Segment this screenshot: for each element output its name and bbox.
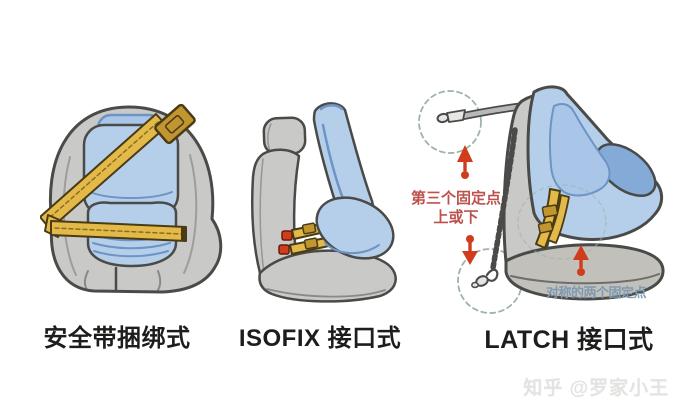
seatbelt-seat-illustration: [40, 103, 223, 294]
isofix-anchor-upper: [281, 230, 293, 241]
isofix-anchor-lower: [278, 244, 290, 255]
tether-hook: [436, 109, 466, 124]
bench-crease: [510, 273, 660, 285]
belt-buckle: [154, 103, 196, 145]
shell-creases: [62, 154, 198, 276]
latch-belt-straps: [535, 188, 570, 249]
third-anchor-note-line1: 第三个固定点: [410, 190, 501, 207]
third-anchor-note: 第三个固定点 上或下: [404, 189, 508, 227]
lap-belt: [44, 214, 187, 242]
cushion-crease: [266, 288, 386, 298]
cushion-seam: [89, 191, 173, 199]
vehicle-cushion: [258, 249, 397, 303]
up-arrow-icon: [457, 145, 473, 179]
caption-latch: LATCH 接口式: [484, 326, 654, 354]
bight-anchor-circle: [517, 184, 607, 260]
child-seat-bolster: [595, 143, 657, 197]
child-seat-inner-pad: [549, 103, 611, 197]
headrest-crease: [267, 123, 272, 152]
latch-lower-strap: [490, 127, 518, 271]
down-arrow-icon: [462, 235, 478, 265]
child-seat-base: [315, 196, 395, 260]
child-seat-base-line: [324, 242, 380, 254]
watermark: 知乎 @罗家小王: [523, 378, 669, 399]
up-arrow-bench-icon: [573, 245, 589, 276]
isofix-seat-illustration: [251, 102, 397, 303]
caption-seatbelt: 安全带捆绑式: [43, 325, 191, 352]
latch-seat-illustration: [418, 85, 665, 314]
symmetric-anchors-note: 对称的两个固定点: [546, 285, 647, 300]
lower-anchor-hook: [471, 268, 499, 289]
seatback-crease: [259, 158, 266, 280]
top-anchor-circle: [418, 90, 482, 154]
caption-isofix: ISOFIX 接口式: [238, 325, 402, 352]
third-anchor-note-line2: 上或下: [433, 209, 479, 226]
base-side-creases: [83, 270, 162, 291]
